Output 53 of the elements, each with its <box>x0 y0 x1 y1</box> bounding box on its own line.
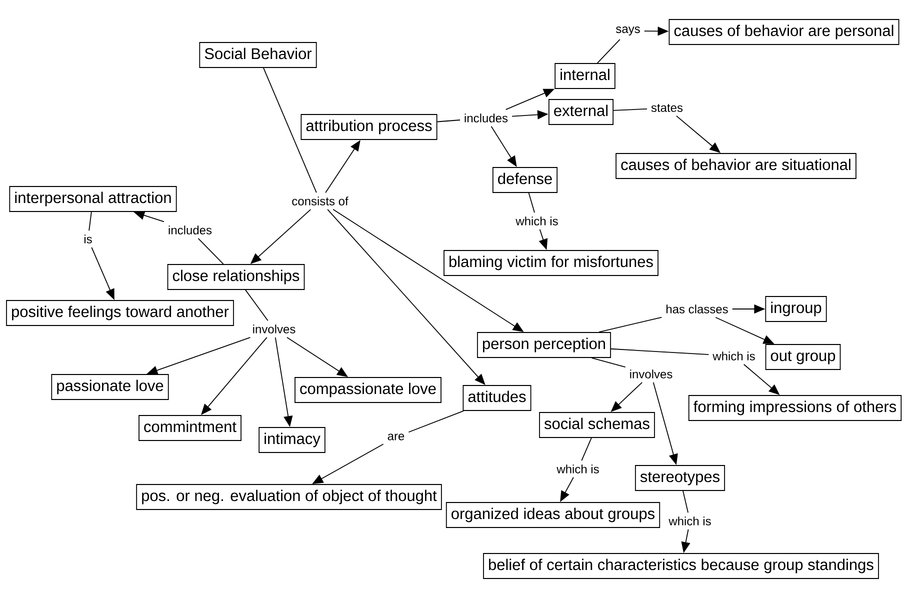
linking-phrase: says <box>616 26 640 36</box>
connector-line <box>436 120 460 122</box>
linking-phrase: includes <box>464 114 508 122</box>
concept-box: intimacy <box>258 427 326 453</box>
connector-line <box>598 316 662 332</box>
connector-line <box>528 192 535 214</box>
concept-box: external <box>548 99 614 125</box>
concept-box: ingroup <box>765 296 827 322</box>
concept-box: attribution process <box>300 114 438 140</box>
connector-line <box>88 212 92 232</box>
connector-line <box>581 438 592 462</box>
concept-box: organized ideas about groups <box>446 502 660 528</box>
linking-phrase: consists of <box>292 196 348 206</box>
concept-box: defense <box>492 167 558 193</box>
concept-box: interpersonal attraction <box>9 186 177 212</box>
concept-box: belief of certain characteristics because group standings <box>483 553 879 579</box>
concept-box: close relationships <box>167 264 305 290</box>
concept-box: compassionate love <box>294 377 442 403</box>
concept-box: social schemas <box>539 412 655 438</box>
connector-line <box>610 348 710 355</box>
linking-phrase: involves <box>253 324 296 334</box>
concept-box: Social Behavior <box>199 42 317 68</box>
connector-line <box>591 358 626 368</box>
connector-line <box>596 39 620 64</box>
linking-phrase: includes <box>168 226 212 234</box>
linking-phrase: which is <box>516 216 558 226</box>
linking-phrase: which is <box>556 464 599 474</box>
concept-box: stereotypes <box>635 465 726 491</box>
linking-phrase: are <box>388 434 404 440</box>
concept-box: out group <box>765 344 841 370</box>
connector-line <box>198 238 224 264</box>
concept-box: attitudes <box>462 385 532 411</box>
concept-box: positive feelings toward another <box>6 300 234 326</box>
linking-phrase: states <box>651 104 683 112</box>
connector-line <box>263 68 317 194</box>
linking-phrase: involves <box>630 370 672 378</box>
concept-box: commintment <box>138 415 242 441</box>
connector-line <box>613 108 648 111</box>
linking-phrase: which is <box>712 352 755 360</box>
concept-box: blaming victim for misfortunes <box>444 250 658 276</box>
linking-phrase: is <box>84 234 92 244</box>
concept-box: person perception <box>477 332 611 358</box>
concept-box: pos. or neg. evaluation of object of thought <box>136 484 442 510</box>
linking-phrase: has classes <box>666 304 728 314</box>
connector-line <box>682 490 688 514</box>
connector-line <box>245 290 268 322</box>
concept-box: passionate love <box>51 374 169 400</box>
linking-phrase: which is <box>668 516 711 526</box>
concept-box: causes of behavior are personal <box>668 19 900 45</box>
concept-box: forming impressions of others <box>688 395 902 421</box>
concept-box: causes of behavior are situational <box>616 153 856 179</box>
concept-box: internal <box>554 63 616 89</box>
connector-line <box>408 410 464 433</box>
